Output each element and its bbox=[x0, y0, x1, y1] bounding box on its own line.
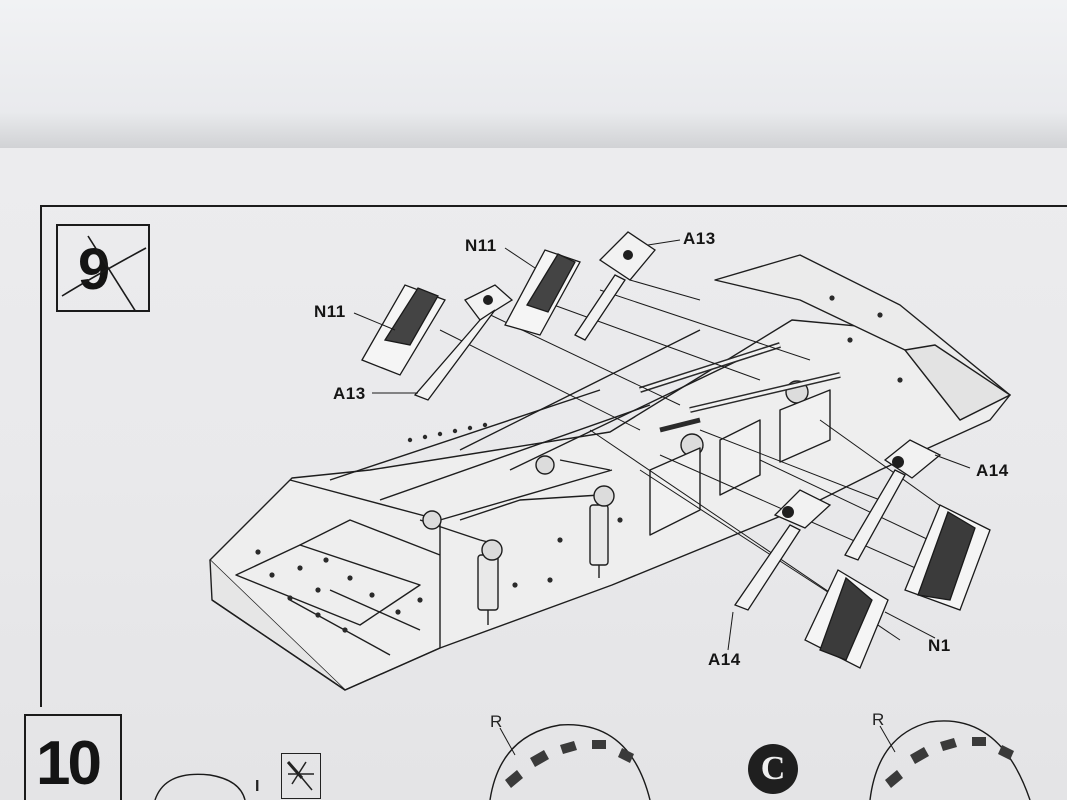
step-9-number-box: 9 bbox=[56, 224, 150, 312]
callout-a13-top: A13 bbox=[683, 229, 716, 248]
tire-label-right: R bbox=[872, 710, 885, 729]
step-10-number: 10 bbox=[36, 729, 102, 798]
callout-n11-left: N11 bbox=[314, 302, 346, 321]
circle-c-marker: C bbox=[748, 744, 798, 794]
callout-n1: N1 bbox=[928, 636, 951, 655]
cross-out-mark-icon bbox=[61, 235, 147, 310]
step-10-panel bbox=[0, 712, 1067, 800]
step-9-panel-frame bbox=[40, 205, 1067, 707]
glue-brush-icon bbox=[281, 753, 321, 799]
callout-a13-left: A13 bbox=[333, 384, 366, 403]
tire-label-left: R bbox=[490, 712, 503, 731]
callout-a14-bottom: A14 bbox=[708, 650, 741, 669]
step-10-number-box: 10 bbox=[24, 714, 122, 800]
marker-i: I bbox=[255, 778, 260, 795]
callout-n11-top: N11 bbox=[465, 236, 497, 255]
step-9-number: 9 bbox=[78, 237, 110, 302]
background-surface bbox=[0, 0, 1067, 160]
callout-a14-right: A14 bbox=[976, 461, 1009, 480]
